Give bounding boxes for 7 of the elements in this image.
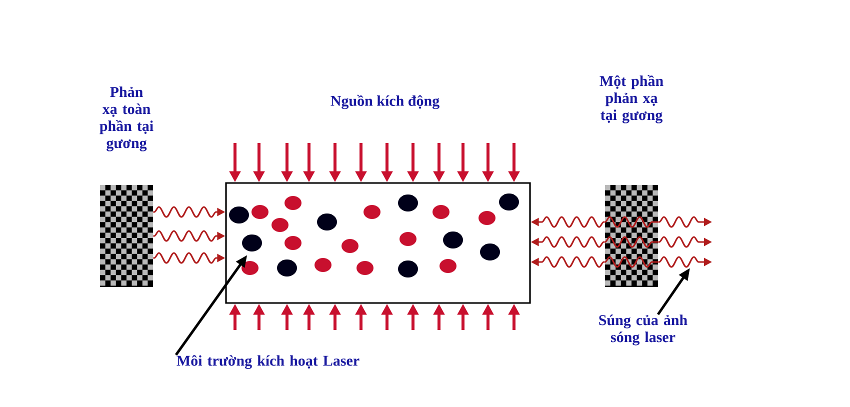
mirror: Một phần phản xạ tại gương: [600, 75, 664, 287]
caption-text: Súng của ảnh sóng laser: [599, 314, 688, 346]
mirror: Phản xạ toàn phần tại gương: [100, 86, 154, 287]
heading-label: Nguồn kích động: [330, 94, 440, 110]
caption-text: Môi trường kích hoạt Laser: [176, 355, 360, 369]
node-label: Một phần phản xạ tại gương: [600, 75, 664, 124]
node-label: Phản xạ toàn phần tại gương: [100, 86, 154, 152]
